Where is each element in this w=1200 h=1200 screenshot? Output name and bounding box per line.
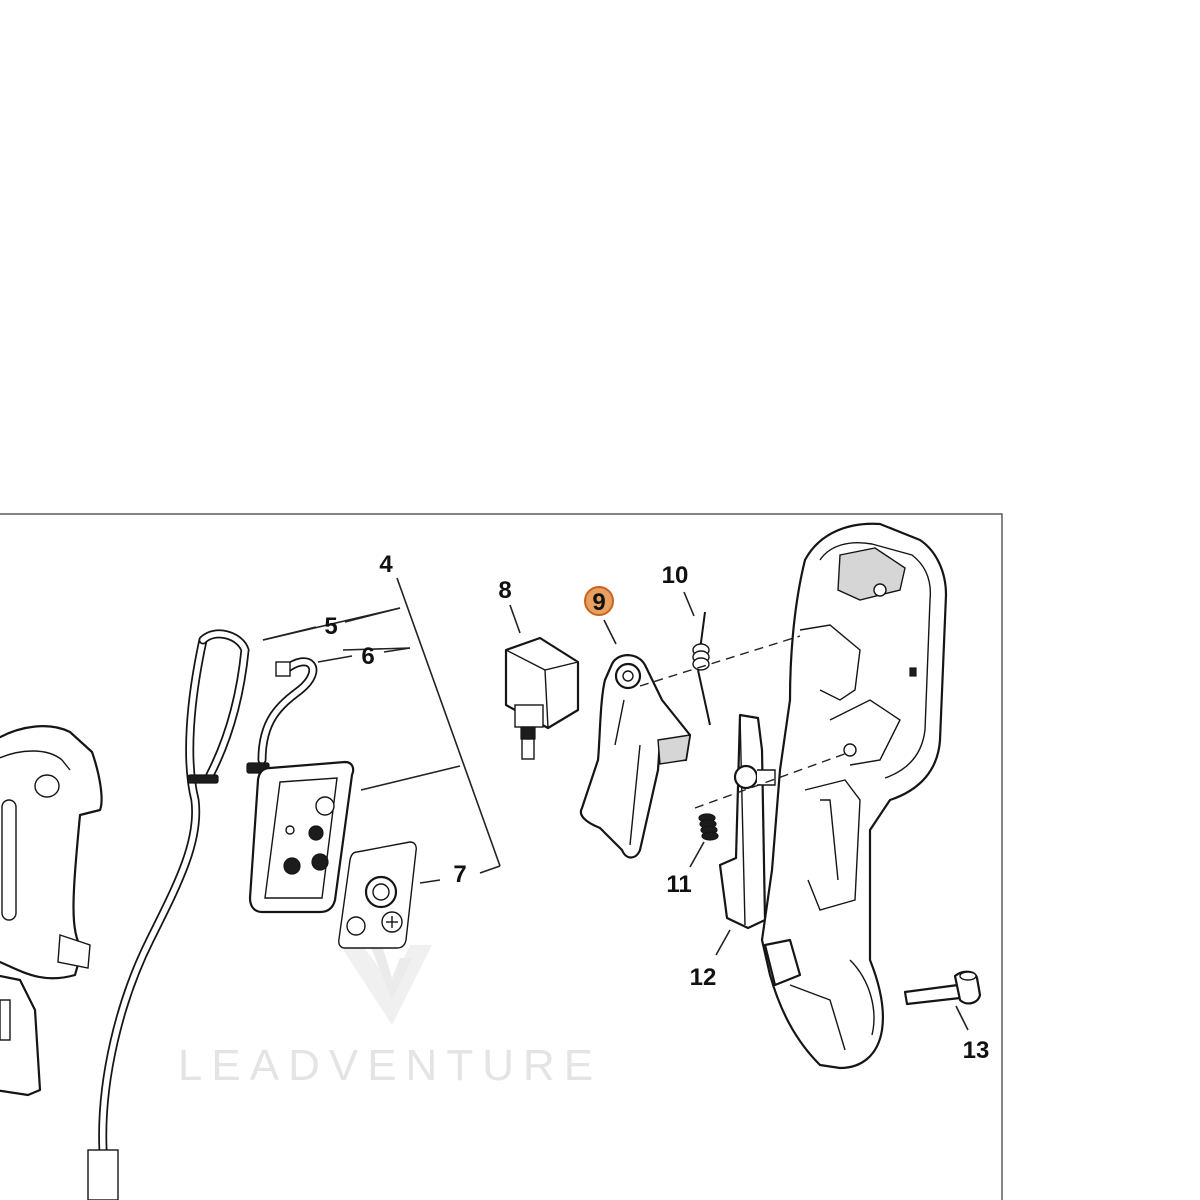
torsion-spring (692, 611, 711, 726)
wiring-harness-long (87, 629, 250, 1200)
part-label-5[interactable]: 5 (324, 613, 337, 640)
wiring-harness-short (246, 657, 318, 774)
part-label-7[interactable]: 7 (453, 861, 466, 888)
part-label-4[interactable]: 4 (379, 551, 393, 578)
compression-spring (698, 813, 719, 841)
screw (903, 970, 982, 1006)
leader-lines (262, 577, 969, 1031)
membrane-keypad (338, 841, 417, 949)
part-9-highlight-badge[interactable] (584, 586, 614, 616)
part-label-8[interactable]: 8 (498, 577, 511, 604)
part-label-10[interactable]: 10 (662, 562, 689, 589)
watermark-logo (340, 945, 432, 1025)
switch-module (504, 636, 580, 760)
lockout-lever (718, 713, 776, 930)
diagram-border (0, 513, 1003, 1200)
part-label-13[interactable]: 13 (963, 1037, 990, 1064)
throttle-trigger (579, 654, 692, 859)
watermark-text: LEADVENTURE (178, 1041, 602, 1090)
handle-housing-main (760, 522, 948, 1070)
part-label-12[interactable]: 12 (690, 964, 717, 991)
assembly-lines (639, 635, 851, 809)
part-labels: 4 5 6 7 8 9 10 11 12 13 (324, 551, 989, 1064)
part-label-11[interactable]: 11 (666, 871, 691, 898)
part-label-6[interactable]: 6 (361, 643, 374, 670)
handle-housing-left-partial (0, 725, 103, 1097)
control-board (248, 760, 355, 914)
part-label-9[interactable]: 9 (592, 589, 605, 616)
